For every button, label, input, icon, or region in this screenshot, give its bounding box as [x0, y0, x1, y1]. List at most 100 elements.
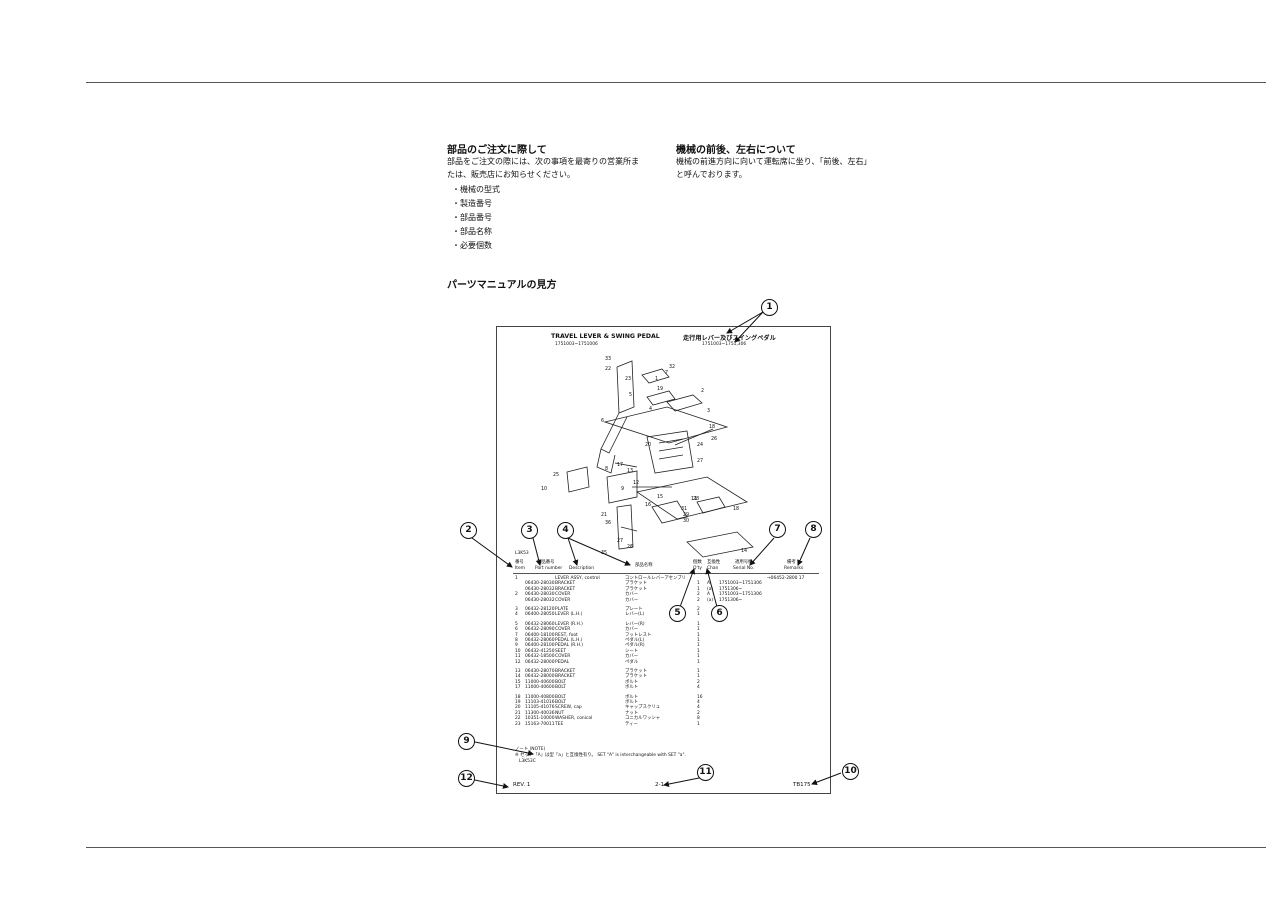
- part-number-label: 19: [657, 387, 664, 392]
- part-number-label: 21: [601, 513, 608, 518]
- cell-name-jp: ボルト: [625, 694, 639, 700]
- direction-heading: 機械の前後、左右について: [676, 145, 796, 156]
- callout-10: 10: [842, 763, 859, 780]
- cell-qty: 1: [697, 621, 700, 627]
- cell-qty: 1: [697, 586, 700, 592]
- note-line-2: L3K53C: [519, 759, 536, 764]
- hdr-chan-jp: 互換性: [707, 560, 721, 565]
- cell-description: BOLT: [555, 700, 566, 705]
- cell-part-number: 06400-18100: [525, 632, 555, 638]
- part-number-label: 32: [669, 365, 676, 370]
- cell-name-jp: カバー: [625, 654, 639, 660]
- cell-part-number: 06430-28070: [525, 669, 555, 674]
- callout-6: 6: [711, 605, 728, 622]
- cell-name-jp: ボルト: [625, 700, 639, 705]
- hdr-rem-en: Remarks: [784, 566, 804, 571]
- part-number-label: 6: [601, 419, 605, 424]
- cell-description: COVER: [555, 597, 571, 603]
- order-text-1: 部品をご注文の際には、次の事項を最寄りの営業所ま: [447, 157, 639, 166]
- hdr-name-jp: 部品名称: [635, 563, 653, 568]
- cell-part-number: 06400-28050: [525, 612, 555, 618]
- cell-description: PLATE: [555, 607, 569, 612]
- part-number-label: 12: [633, 481, 640, 486]
- cell-part-number: 06432-41250: [525, 648, 555, 654]
- cell-name-jp: ボルト: [625, 685, 639, 691]
- order-item: ・部品番号: [452, 213, 492, 222]
- part-number-label: 15: [657, 495, 664, 500]
- note-line-1: ※ セット「A」は型「a」と互換性有り。 SET "A" is intercha…: [515, 753, 686, 758]
- cell-serial: 1751003~1751306: [719, 581, 762, 587]
- callout-9: 9: [458, 733, 475, 750]
- cell-description: PEDAL (R.H.): [555, 643, 583, 649]
- order-heading: 部品のご注文に際して: [447, 145, 547, 156]
- part-number-label: 31: [681, 507, 688, 512]
- cell-description: SEET: [555, 648, 567, 654]
- sheet-title-jp: 走行用レバー及びスイングペダル: [683, 335, 776, 342]
- cell-description: REST, foot: [555, 632, 578, 638]
- cell-qty: 4: [697, 685, 700, 691]
- cell-qty: 1: [697, 632, 700, 638]
- cell-qty: 8: [697, 716, 700, 722]
- cell-item: 4: [515, 612, 518, 618]
- cell-chan: A: [707, 592, 711, 598]
- callout-8: 8: [805, 521, 822, 538]
- cell-serial: 1751306~: [719, 597, 743, 603]
- callout-7: 7: [769, 521, 786, 538]
- hdr-part-en: Part number: [535, 566, 563, 571]
- cell-qty: 1: [697, 638, 700, 643]
- cell-chan: (a): [707, 597, 714, 603]
- cell-qty: 4: [697, 700, 700, 705]
- cell-serial: 1751003~1751306: [719, 592, 762, 598]
- cell-name-jp: シート: [625, 648, 639, 654]
- cell-part-number: 06430-28032: [525, 597, 555, 603]
- order-item: ・必要個数: [452, 241, 492, 250]
- order-item: ・部品名称: [452, 227, 492, 236]
- cell-item: 6: [515, 627, 518, 633]
- cell-description: PEDAL: [555, 659, 570, 665]
- hdr-serial-jp: 適用号機: [735, 560, 753, 565]
- part-number-label: 26: [711, 437, 718, 442]
- cell-item: 7: [515, 632, 518, 638]
- cell-item: 14: [515, 674, 521, 680]
- cell-description: PEDAL (L.H.): [555, 638, 583, 643]
- cell-name-jp: ブラケット: [625, 586, 647, 592]
- cell-item: 17: [515, 685, 521, 691]
- callout-4: 4: [557, 522, 574, 539]
- cell-part-number: 10351-10000: [525, 716, 555, 722]
- cell-qty: 1: [697, 669, 700, 674]
- hdr-desc-en: Description: [569, 566, 595, 571]
- sheet-code: TB175: [793, 782, 811, 788]
- part-number-label: 7: [665, 371, 669, 376]
- sheet-serial-left: 1751003~1751006: [555, 342, 598, 347]
- cell-name-jp: カバー: [625, 627, 639, 633]
- cell-qty: 1: [697, 643, 700, 649]
- cell-qty: 2: [697, 592, 700, 598]
- part-number-label: 17: [617, 463, 624, 468]
- part-number-label: 33: [605, 357, 612, 362]
- cell-qty: 2: [697, 710, 700, 716]
- cell-item: 9: [515, 643, 518, 649]
- cell-name-jp: ペダル: [625, 659, 639, 665]
- cell-description: BOLT: [555, 679, 566, 685]
- part-number-label: 35: [601, 551, 608, 556]
- order-text-2: たは、販売店にお知らせください。: [447, 170, 575, 179]
- cell-name-jp: レバー(L): [625, 612, 645, 618]
- cell-item: 3: [515, 607, 518, 612]
- part-number-label: 4: [649, 407, 653, 412]
- callout-2: 2: [460, 522, 477, 539]
- cell-item: 15: [515, 679, 521, 685]
- cell-item: 21: [515, 710, 521, 716]
- cell-item: 10: [515, 648, 521, 654]
- cell-part-number: 06432-28000: [525, 659, 555, 665]
- cell-description: BOLT: [555, 694, 566, 700]
- order-item: ・製造番号: [452, 199, 492, 208]
- cell-part-number: 06430-28030: [525, 581, 555, 587]
- cell-qty: 4: [697, 705, 700, 711]
- part-number-label: 26: [627, 545, 634, 550]
- part-number-label: 20: [645, 443, 652, 448]
- part-number-label: 9: [621, 487, 625, 492]
- hdr-item-en: Item: [515, 566, 525, 571]
- cell-part-number: 11000-40800: [525, 694, 555, 700]
- part-number-label: 2: [701, 389, 705, 394]
- section-title: パーツマニュアルの見方: [447, 280, 557, 291]
